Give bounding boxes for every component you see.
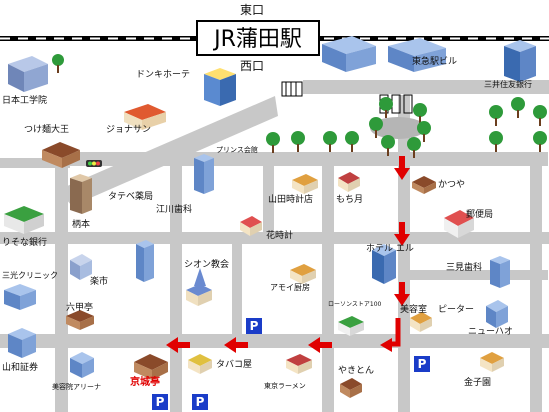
rakuichi-tower	[136, 240, 154, 282]
label-mitsui: 三井住友銀行	[484, 80, 532, 89]
post-office-building	[444, 210, 474, 238]
mochizuki-building	[338, 172, 360, 192]
label-resona: りそな銀行	[2, 238, 48, 248]
tabako-building	[188, 354, 212, 374]
parking-icon: P	[414, 356, 430, 372]
route-arrow-left	[166, 337, 190, 353]
label-lawson: ローソンストア100	[328, 301, 382, 308]
label-sanmi: 三見歯科	[446, 263, 483, 273]
label-tokyo-ramen: 東京ラーメン	[264, 382, 306, 390]
label-biyoshitsu: 美容室	[400, 305, 428, 315]
label-post-office: 郵便局	[466, 210, 494, 220]
label-tateba: タテベ薬局	[108, 192, 154, 202]
label-biyo-academy: 美容院アリーナ	[52, 383, 101, 391]
label-rokkotei: 六甲亭	[66, 303, 94, 313]
buildings	[4, 36, 536, 398]
label-tokyu-bldg: 東急駅ビル	[412, 57, 458, 67]
label-amoi: アモイ厨房	[270, 283, 310, 292]
label-tabako: タバコ屋	[216, 360, 253, 370]
hotel-el-building	[372, 244, 396, 284]
trees	[52, 54, 547, 158]
label-donki: ドンキホーテ	[136, 70, 191, 80]
tokyo-ramen-building	[286, 354, 312, 374]
label-newhaw: ニューハオ	[468, 327, 513, 337]
station-rotary	[370, 117, 426, 139]
jonathan-building	[124, 104, 166, 130]
tokyu-tower	[504, 40, 536, 82]
road-network	[0, 80, 549, 412]
lawson-building	[338, 316, 364, 336]
parking-icon: P	[152, 394, 168, 410]
label-prince: プリンス会館	[216, 146, 258, 154]
label-shion: シオン教会	[184, 260, 230, 270]
label-yakiton: やきとん	[338, 366, 375, 376]
amoi-building	[290, 264, 316, 284]
route-arrow-down	[394, 156, 410, 180]
label-sanko-clinic: 三光クリニック	[2, 271, 58, 280]
route-arrow-down	[394, 222, 410, 246]
label-hotel-el: ホテル エル	[366, 244, 414, 254]
label-rakuichi: 楽市	[90, 277, 109, 287]
sanmi-building	[490, 256, 510, 288]
biyoshitsu-building	[410, 312, 432, 332]
label-mochizuki: もち月	[336, 195, 364, 205]
route-arrow-left	[308, 337, 332, 353]
kanekoen-building	[480, 352, 504, 372]
prince-building	[194, 154, 214, 194]
route-arrow-turn	[380, 318, 401, 352]
kashimoto-tower	[70, 174, 92, 214]
parking-icon: P	[192, 394, 208, 410]
label-hanatokei: 花時計	[266, 231, 294, 241]
label-peter: ピーター	[438, 305, 475, 315]
label-nihon-kogakuin: 日本工学院	[2, 96, 48, 106]
donki-building	[204, 68, 236, 106]
resona-building	[4, 206, 44, 234]
yamada-building	[292, 174, 318, 194]
west-exit-label: 西口	[240, 59, 265, 73]
katsuya-building	[412, 176, 436, 194]
route-arrow-left	[224, 337, 248, 353]
route-arrows	[166, 156, 410, 353]
station-name-sign: JR蒲田駅	[196, 20, 320, 56]
label-katsuya: かつや	[438, 180, 466, 190]
label-kashimoto: 柄本	[72, 220, 91, 230]
sanwa-building	[8, 328, 36, 358]
yakiton-building	[340, 378, 362, 398]
hanatokei-building	[240, 216, 262, 236]
label-kanekoen: 金子園	[464, 378, 492, 388]
label-sanwa: 山和証券	[2, 363, 39, 373]
tsukemen-building	[42, 142, 80, 168]
parking-icon: P	[246, 318, 262, 334]
biyo-academy-building	[70, 352, 94, 378]
keijotei-building	[134, 354, 168, 380]
rakuichi-building	[70, 254, 92, 280]
label-egawa: 江川歯科	[156, 205, 193, 215]
label-jonathan: ジョナサン	[106, 125, 152, 135]
traffic-light-icon	[86, 160, 102, 167]
tokyu-building-2	[388, 38, 446, 72]
shion-church	[186, 268, 212, 306]
tokyu-building-1	[322, 36, 376, 72]
sanko-building	[4, 284, 36, 310]
label-yamada: 山田時計店	[268, 195, 314, 205]
east-exit-label: 東口	[240, 3, 265, 17]
label-tsukemen: つけ麺大王	[24, 125, 70, 135]
nihon-kogakuin-building	[8, 56, 48, 92]
newhaw-building	[486, 300, 508, 328]
label-keijotei: 京城亭	[130, 377, 160, 388]
route-arrow-down	[394, 282, 410, 306]
rokkotei-building	[66, 310, 94, 330]
